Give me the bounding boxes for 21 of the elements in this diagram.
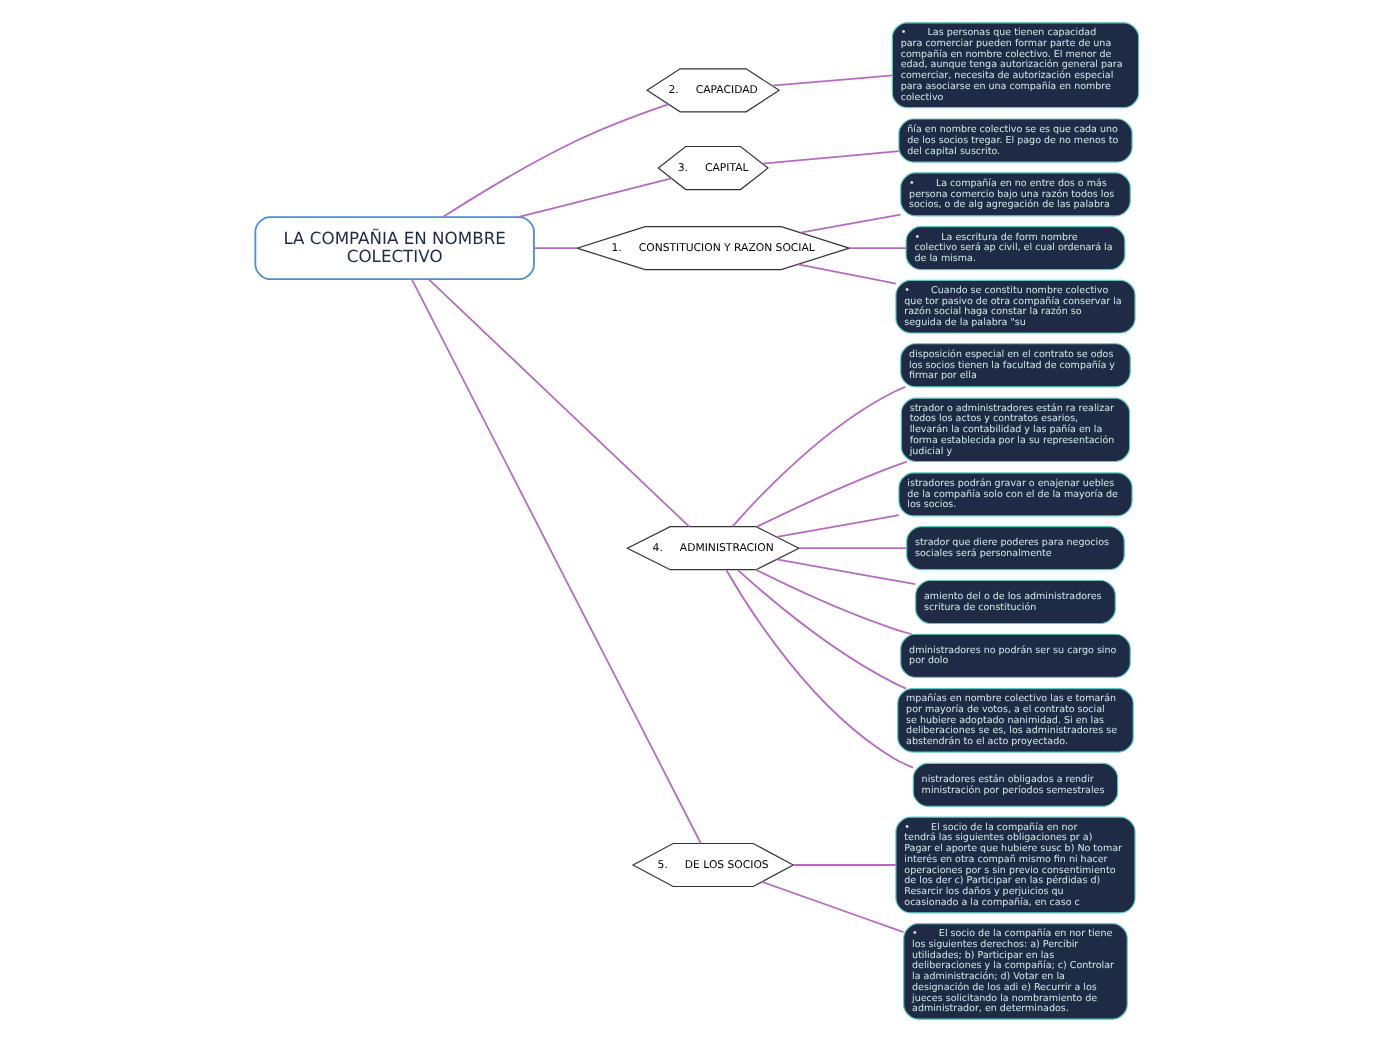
connector bbox=[427, 277, 690, 527]
connector bbox=[769, 73, 892, 86]
connector bbox=[410, 277, 701, 844]
connector bbox=[774, 513, 899, 537]
connector bbox=[753, 567, 912, 635]
connector bbox=[798, 212, 901, 233]
connector bbox=[760, 149, 899, 164]
connector bbox=[730, 385, 906, 527]
connector bbox=[724, 568, 913, 768]
connector bbox=[754, 459, 907, 527]
connector bbox=[759, 879, 904, 932]
connector bbox=[847, 246, 906, 249]
connector bbox=[736, 568, 906, 689]
connector bbox=[517, 176, 672, 217]
connector bbox=[796, 262, 896, 284]
connector bbox=[532, 246, 577, 249]
connector bbox=[797, 546, 907, 549]
connector bbox=[441, 102, 669, 217]
node-box: LA COMPAÑIA EN NOMBRE COLECTIVO bbox=[253, 215, 534, 280]
connector bbox=[791, 863, 896, 865]
connector bbox=[774, 557, 916, 585]
